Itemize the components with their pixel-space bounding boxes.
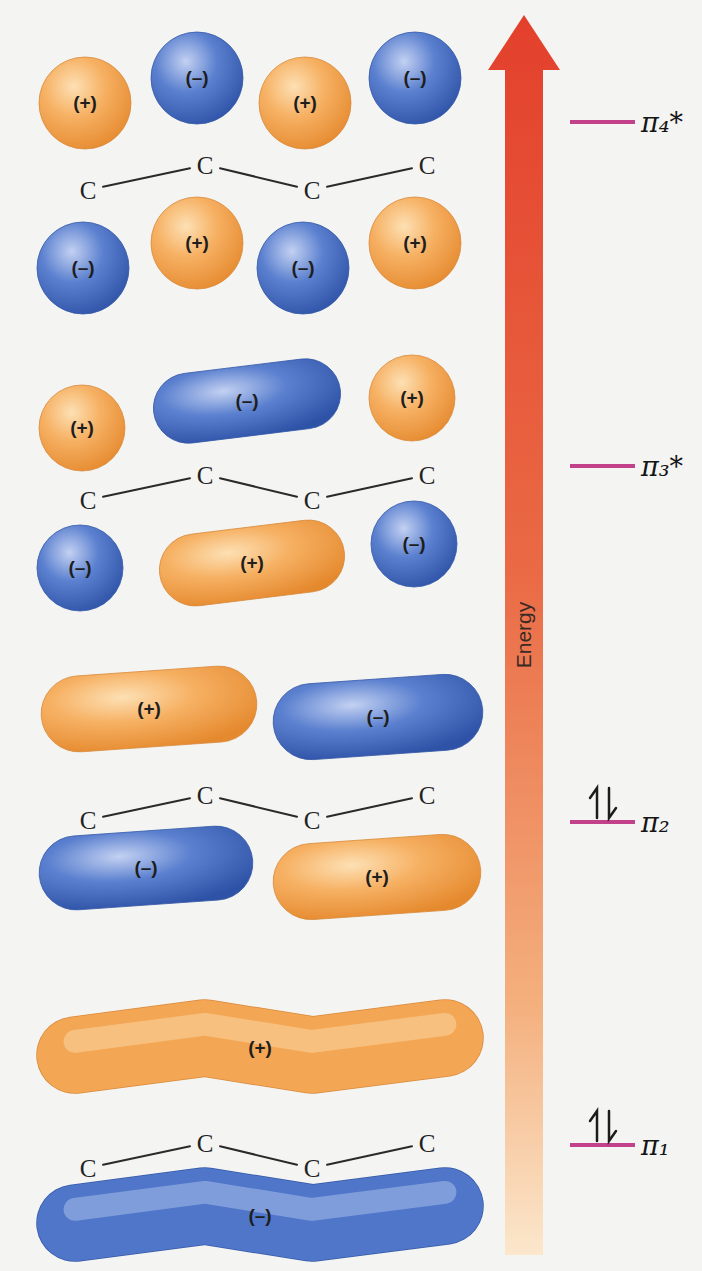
phase-sign: (–): [71, 257, 94, 279]
carbon-atom: C: [304, 1156, 321, 1181]
orbital-lobe: (+): [258, 56, 352, 150]
orbital-lobe: (+): [368, 354, 456, 442]
orbital-lobe: (–): [36, 524, 124, 612]
carbon-atom: C: [197, 783, 214, 808]
carbon-atom: C: [304, 488, 321, 513]
phase-sign: (–): [235, 390, 258, 412]
carbon-atom: C: [304, 808, 321, 833]
carbon-atom: C: [419, 783, 436, 808]
axis-label: Energy: [512, 602, 536, 669]
orbital-lobe: (+): [35, 1000, 485, 1095]
phase-sign: (–): [185, 67, 208, 89]
phase-sign: (+): [365, 866, 389, 888]
orbital-lobe: (–): [256, 221, 350, 315]
carbon-atom: C: [197, 1131, 214, 1156]
phase-sign: (+): [248, 1037, 272, 1059]
phase-sign: (+): [137, 698, 161, 720]
orbital-level-label: π₁: [641, 1132, 670, 1159]
orbital-lobe: (–): [272, 678, 484, 756]
phase-sign: (+): [293, 92, 317, 114]
orbital-lobe: (–): [35, 1168, 485, 1263]
orbital-lobe: (–): [152, 365, 342, 437]
orbital-lobe: (+): [38, 384, 126, 472]
phase-sign: (–): [134, 857, 157, 879]
carbon-atom: C: [197, 463, 214, 488]
carbon-atom: C: [80, 1156, 97, 1181]
orbital-lobe: (+): [368, 196, 462, 290]
carbon-atom: C: [419, 1131, 436, 1156]
energy-arrow: Energy: [488, 15, 560, 1255]
energy-level-lines: [570, 120, 635, 1147]
carbon-atom: C: [304, 178, 321, 203]
carbon-atom: C: [80, 808, 97, 833]
orbital-lobe: (+): [40, 670, 258, 748]
phase-sign: (–): [402, 533, 425, 555]
phase-sign: (+): [403, 232, 427, 254]
carbon-atom: C: [80, 488, 97, 513]
phase-sign: (–): [68, 557, 91, 579]
phase-sign: (+): [70, 417, 94, 439]
orbital-lobe: (+): [150, 196, 244, 290]
carbon-atom: C: [197, 153, 214, 178]
orbital-lobe: (–): [38, 830, 254, 906]
orbital-level-label: π₄*: [641, 109, 683, 136]
carbon-atom: C: [419, 153, 436, 178]
phase-sign: (–): [366, 706, 389, 728]
orbital-level-label: π₂: [641, 809, 670, 836]
orbital-level-label: π₃*: [641, 453, 683, 480]
phase-sign: (+): [240, 552, 264, 574]
orbital-lobe: (–): [36, 221, 130, 315]
phase-sign: (+): [400, 387, 424, 409]
orbital-lobe: (–): [370, 500, 458, 588]
phase-sign: (+): [185, 232, 209, 254]
phase-sign: (–): [291, 257, 314, 279]
phase-sign: (+): [73, 92, 97, 114]
phase-sign: (–): [403, 67, 426, 89]
orbital-lobe: (+): [158, 526, 346, 600]
orbital-lobe: (–): [368, 31, 462, 125]
orbital-lobe: (+): [272, 838, 482, 916]
electron-pair-arrows: [590, 788, 616, 1141]
orbital-lobe: (–): [150, 31, 244, 125]
carbon-atom: C: [419, 463, 436, 488]
phase-sign: (–): [248, 1205, 271, 1227]
orbital-lobe: (+): [38, 56, 132, 150]
carbon-atom: C: [80, 178, 97, 203]
